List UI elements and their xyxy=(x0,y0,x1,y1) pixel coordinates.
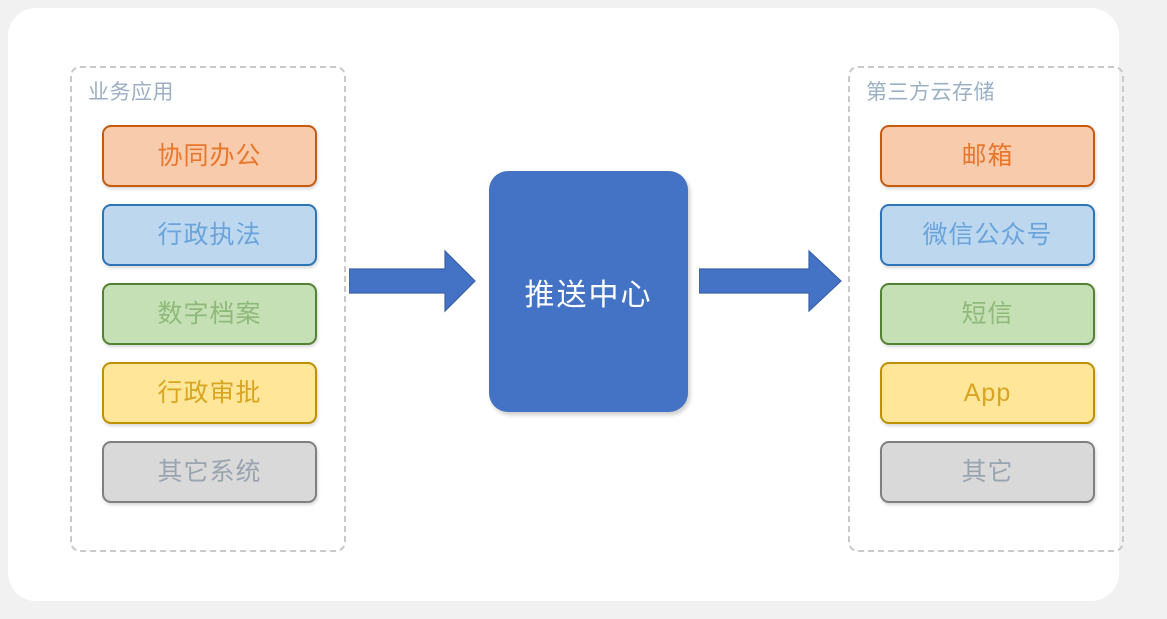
node-label: 行政审批 xyxy=(157,378,262,407)
diagram-card: 业务应用 协同办公 行政执法 数字档案 行政审批 其它系统 xyxy=(8,8,1124,601)
node-label: 其它系统 xyxy=(157,457,262,486)
group-business-applications: 业务应用 协同办公 行政执法 数字档案 行政审批 其它系统 xyxy=(70,66,346,552)
arrow-hub-to-right-icon xyxy=(699,249,842,313)
hub-label: 推送中心 xyxy=(524,278,653,312)
node-app[interactable]: App xyxy=(880,362,1095,424)
node-label: App xyxy=(963,378,1012,407)
left-panel-title: 业务应用 xyxy=(88,81,174,104)
right-panel-item-list: 邮箱 微信公众号 短信 App 其它 xyxy=(880,125,1095,503)
node-administrative-enforcement[interactable]: 行政执法 xyxy=(102,204,317,266)
node-collaborative-office[interactable]: 协同办公 xyxy=(102,125,317,187)
node-label: 数字档案 xyxy=(157,299,262,328)
node-sms[interactable]: 短信 xyxy=(880,283,1095,345)
node-label: 协同办公 xyxy=(157,141,262,170)
node-email[interactable]: 邮箱 xyxy=(880,125,1095,187)
node-label: 邮箱 xyxy=(961,141,1014,170)
node-label: 其它 xyxy=(961,457,1014,486)
node-label: 行政执法 xyxy=(157,220,262,249)
node-wechat-official-account[interactable]: 微信公众号 xyxy=(880,204,1095,266)
node-administrative-approval[interactable]: 行政审批 xyxy=(102,362,317,424)
node-digital-archive[interactable]: 数字档案 xyxy=(102,283,317,345)
node-other[interactable]: 其它 xyxy=(880,441,1095,503)
right-panel-title: 第三方云存储 xyxy=(866,81,995,104)
arrow-left-to-hub-icon xyxy=(349,249,476,313)
left-panel-item-list: 协同办公 行政执法 数字档案 行政审批 其它系统 xyxy=(102,125,317,503)
node-label: 微信公众号 xyxy=(922,220,1053,249)
node-push-center[interactable]: 推送中心 xyxy=(489,171,688,412)
node-label: 短信 xyxy=(961,299,1014,328)
group-third-party-cloud-storage: 第三方云存储 邮箱 微信公众号 短信 App 其它 xyxy=(848,66,1124,552)
node-other-systems[interactable]: 其它系统 xyxy=(102,441,317,503)
